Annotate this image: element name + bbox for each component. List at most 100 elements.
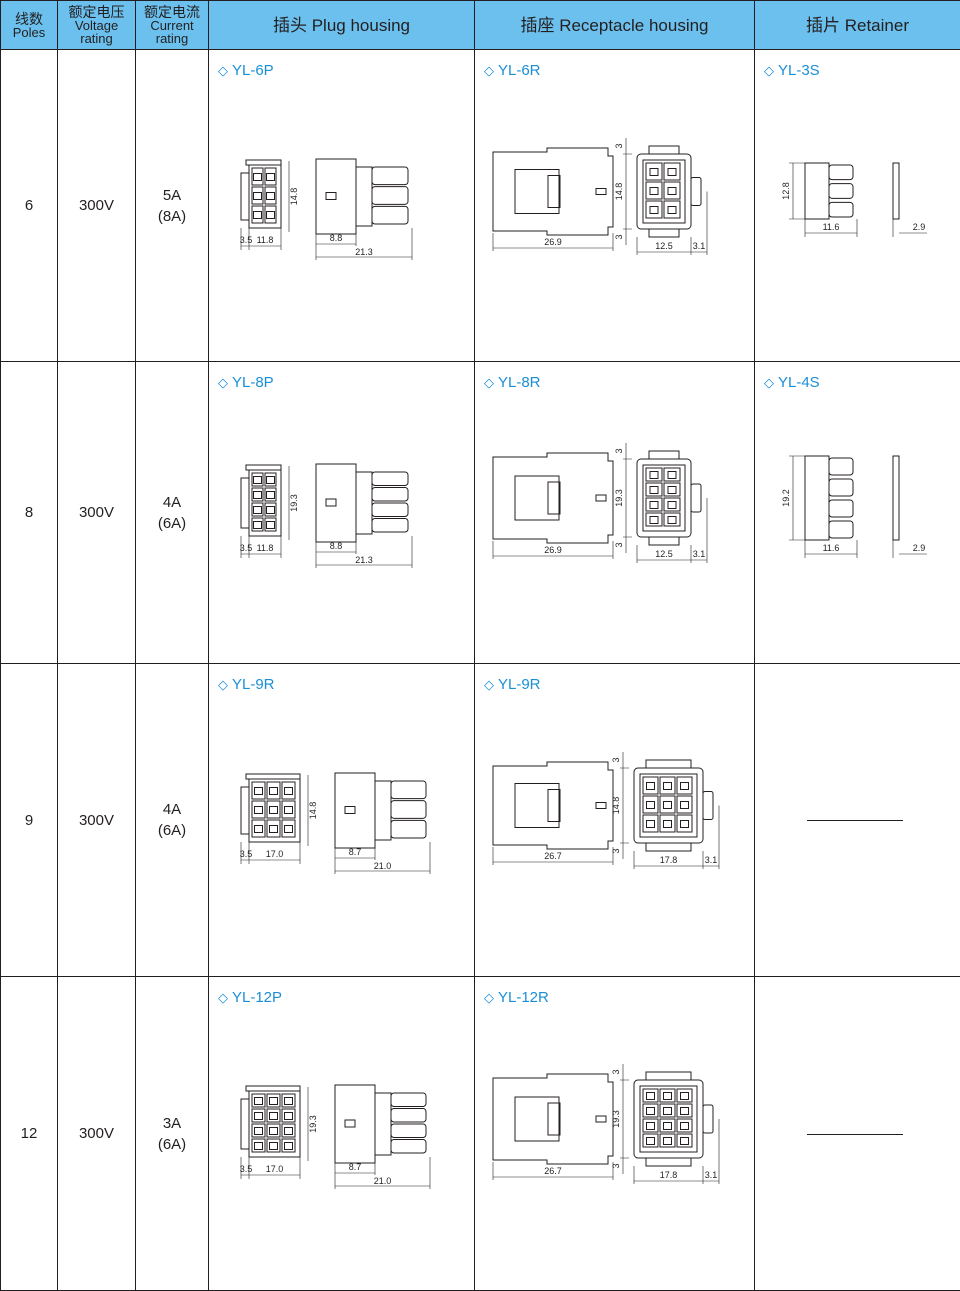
dim-label: 3 xyxy=(611,1163,621,1168)
dim-label: 12.5 xyxy=(655,549,673,559)
plug-side-view: 8.821.3 xyxy=(316,159,412,260)
dim-label: 11.8 xyxy=(257,235,274,245)
header-receptacle: 插座 Receptacle housing xyxy=(475,1,755,50)
side-neck xyxy=(375,1093,391,1155)
terminal-cavity xyxy=(252,1139,265,1152)
side-neck xyxy=(356,167,372,226)
terminal-latch xyxy=(664,1108,672,1115)
terminal-latch xyxy=(681,821,689,828)
side-outline xyxy=(493,453,613,543)
terminal-latch xyxy=(647,1138,655,1145)
side-window xyxy=(345,807,355,814)
dim-label: 3 xyxy=(614,542,624,547)
terminal-latch xyxy=(254,174,262,181)
receptacle-side-view: 26.7 xyxy=(493,762,613,865)
retainer-body xyxy=(805,456,829,540)
side-latch xyxy=(515,476,559,520)
terminal-cavity xyxy=(252,820,265,837)
latch-tab xyxy=(241,478,249,528)
dim-label: 11.6 xyxy=(823,543,840,553)
plug-side-view: 8.821.3 xyxy=(316,464,412,568)
side-outline xyxy=(493,1074,613,1164)
dim-label: 3.1 xyxy=(705,1170,718,1180)
top-key xyxy=(646,1072,691,1080)
terminal-latch xyxy=(650,188,658,195)
terminal-latch xyxy=(267,507,275,514)
dim-label: 3 xyxy=(611,757,621,762)
dim-label: 26.9 xyxy=(544,545,562,555)
terminal-cavity xyxy=(664,498,680,511)
terminal-cavity xyxy=(664,163,680,180)
diamond-icon: ◇ xyxy=(484,677,494,692)
terminal-latch xyxy=(668,517,676,524)
terminal-latch xyxy=(650,517,658,524)
side-lock xyxy=(691,484,701,512)
terminal-cavity xyxy=(646,498,662,511)
terminal-cavity xyxy=(252,782,265,799)
terminal-cavity xyxy=(646,163,662,180)
header-retainer: 插片 Retainer xyxy=(755,1,960,50)
terminal-cavity xyxy=(643,1089,658,1102)
dim-label: 3.5 xyxy=(240,543,253,553)
terminal-cavity xyxy=(643,815,658,832)
side-slot xyxy=(596,495,606,501)
terminal-latch xyxy=(650,472,658,479)
side-window xyxy=(326,499,336,506)
terminal-cavity xyxy=(664,483,680,496)
diamond-icon: ◇ xyxy=(218,63,228,78)
side-pin xyxy=(372,167,408,185)
diamond-icon: ◇ xyxy=(484,990,494,1005)
current-max: (6A) xyxy=(136,822,208,839)
terminal-cavity xyxy=(664,182,680,199)
plug-model: ◇YL-6P xyxy=(218,62,274,79)
dim-label: 2.9 xyxy=(913,222,926,232)
dim-label: 19.3 xyxy=(614,489,624,507)
not-available-dash xyxy=(807,820,903,821)
terminal-latch xyxy=(270,1128,278,1135)
terminal-latch xyxy=(664,783,672,790)
terminal-latch xyxy=(267,522,275,529)
diamond-icon: ◇ xyxy=(484,63,494,78)
dim-label: 8.8 xyxy=(330,541,343,551)
side-outline xyxy=(493,148,613,235)
receptacle-side-view: 26.9 xyxy=(493,148,613,251)
terminal-latch xyxy=(254,477,262,484)
dim-label: 2.9 xyxy=(913,543,926,553)
retainer-prong xyxy=(829,500,853,517)
current-cell: 5A(8A) xyxy=(136,50,209,362)
terminal-latch xyxy=(254,212,262,219)
dimension-lines xyxy=(789,163,927,237)
terminal-cavity xyxy=(677,777,692,794)
retainer-prong xyxy=(829,165,853,180)
current-cell: 4A(6A) xyxy=(136,362,209,664)
dim-label: 3 xyxy=(614,448,624,453)
poles-cell: 9 xyxy=(1,664,58,977)
terminal-cavity xyxy=(646,201,662,218)
receptacle-model: ◇YL-6R xyxy=(484,62,541,79)
terminal-latch xyxy=(664,802,672,809)
terminal-cavity xyxy=(267,820,280,837)
dimension-lines xyxy=(789,456,927,558)
terminal-latch xyxy=(267,492,275,499)
terminal-latch xyxy=(254,507,262,514)
terminal-latch xyxy=(681,802,689,809)
poles-cell: 6 xyxy=(1,50,58,362)
terminal-cavity xyxy=(267,1109,280,1122)
receptacle-model-label: YL-8R xyxy=(498,374,541,391)
plug-model: ◇YL-12P xyxy=(218,989,282,1006)
dim-label: 19.2 xyxy=(781,489,791,507)
terminal-latch xyxy=(267,193,275,200)
terminal-latch xyxy=(255,1128,263,1135)
